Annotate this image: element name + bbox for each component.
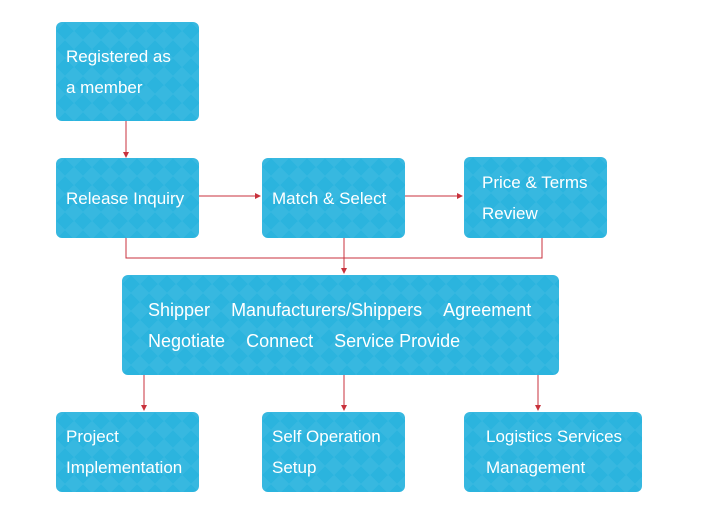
node-price-terms: Price & Terms Review [464,157,607,238]
hub-item-manufacturers: Manufacturers/Shippers [231,300,423,320]
hub-row-2: Negotiate Connect Service Provide [148,326,559,357]
node-hub-services: Shipper Manufacturers/Shippers Agreement… [122,275,559,375]
hub-item-connect: Connect [246,331,314,351]
node-match-select: Match & Select [262,158,405,238]
node-release-inquiry: Release Inquiry [56,158,199,238]
node-match-label: Match & Select [272,188,387,208]
merge-line-price [344,238,543,259]
node-self-operation: Self Operation Setup [262,412,405,492]
node-project-line1: Project [66,427,119,446]
node-logistics-line1: Logistics Services [486,427,623,446]
node-release-label: Release Inquiry [66,188,185,208]
hub-row-1: Shipper Manufacturers/Shippers Agreement [148,295,559,326]
hub-item-agreement: Agreement [443,300,532,320]
node-project-implementation: Project Implementation [56,412,199,492]
node-logistics-line2: Management [486,458,586,477]
node-self-op-line2: Setup [272,458,317,477]
merge-line-release [125,238,344,259]
node-registered-member: Registered as a member [56,22,199,121]
node-registered-line2: a member [66,77,143,97]
node-logistics-management: Logistics Services Management [464,412,642,492]
node-registered-line1: Registered as [66,46,171,66]
node-self-op-line1: Self Operation [272,427,381,446]
node-price-line1: Price & Terms [482,172,588,192]
node-price-line2: Review [482,203,538,223]
node-project-line2: Implementation [66,458,183,477]
hub-item-negotiate: Negotiate [148,331,226,351]
hub-item-service-provide: Service Provide [334,331,461,351]
hub-item-shipper: Shipper [148,300,211,320]
